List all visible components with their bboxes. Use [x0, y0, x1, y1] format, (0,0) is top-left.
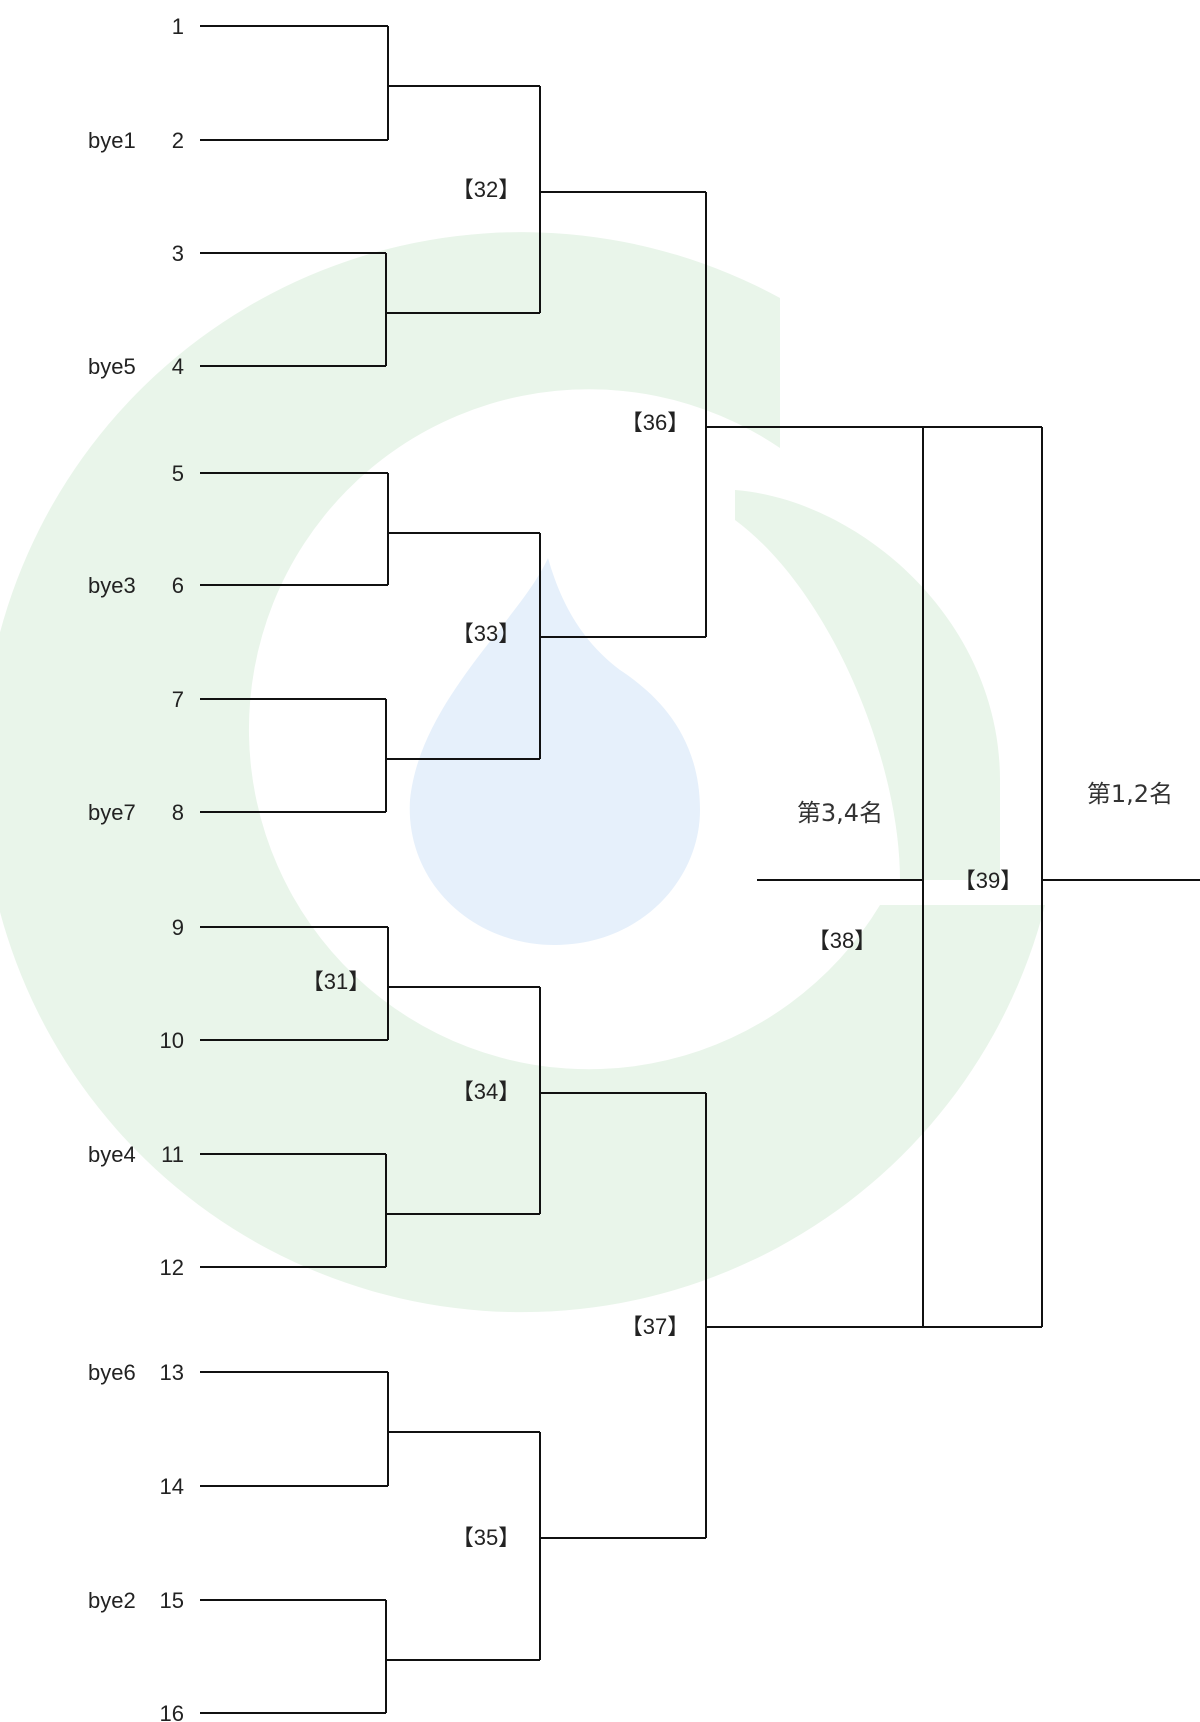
bye-label: bye6 [88, 1360, 136, 1385]
bye-label: bye5 [88, 354, 136, 379]
placement-label-first-second: 第1,2名 [1087, 780, 1173, 808]
bye-label: bye3 [88, 573, 136, 598]
watermark-logo [0, 232, 1045, 1312]
match-label-39: 【39】 [954, 868, 1022, 893]
placement-label-third-fourth: 第3,4名 [797, 799, 883, 827]
seed-number: 4 [172, 354, 184, 379]
match-label-33: 【33】 [452, 621, 520, 646]
match-label-38: 【38】 [808, 928, 876, 953]
watermark-drop [410, 558, 700, 945]
r1-join-13-14 [388, 1372, 540, 1486]
seed-number: 11 [161, 1142, 184, 1167]
seed-number: 16 [160, 1701, 184, 1722]
seed-number: 13 [160, 1360, 184, 1385]
r1-join-5-6 [388, 473, 540, 585]
seed-number: 9 [172, 915, 184, 940]
r1-join-15-16 [386, 1600, 540, 1713]
bye-label: bye2 [88, 1588, 136, 1613]
seed-number: 2 [172, 128, 184, 153]
match-label-35: 【35】 [452, 1525, 520, 1550]
match-label-37: 【37】 [621, 1314, 689, 1339]
seed-number: 6 [172, 573, 184, 598]
r2-join-35 [540, 1432, 706, 1660]
seed-number: 5 [172, 461, 184, 486]
seed-number: 15 [160, 1588, 184, 1613]
seed-number: 1 [172, 14, 184, 39]
seed-number: 3 [172, 241, 184, 266]
seed-number: 14 [160, 1474, 184, 1499]
r1-join-1-2 [388, 26, 540, 140]
match-label-36: 【36】 [621, 410, 689, 435]
seed-number: 7 [172, 687, 184, 712]
match-label-32: 【32】 [452, 177, 520, 202]
seed-number: 12 [160, 1255, 184, 1280]
match-label-31: 【31】 [302, 969, 370, 994]
bye-label: bye7 [88, 800, 136, 825]
bye-label: bye1 [88, 128, 136, 153]
bye-label: bye4 [88, 1142, 136, 1167]
seed-number: 10 [160, 1028, 184, 1053]
match-label-34: 【34】 [452, 1079, 520, 1104]
seed-number: 8 [172, 800, 184, 825]
